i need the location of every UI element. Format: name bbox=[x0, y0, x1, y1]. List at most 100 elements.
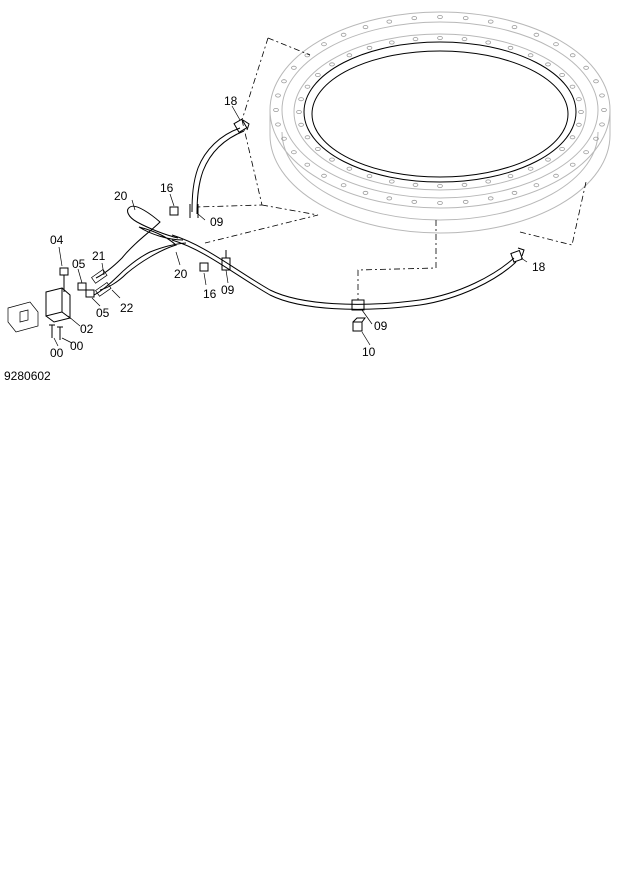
bolt-hole bbox=[321, 173, 327, 178]
bolt-hole bbox=[304, 162, 311, 167]
bolt-hole bbox=[527, 166, 534, 171]
bolt-hole bbox=[281, 79, 287, 84]
callout-16-top: 16 bbox=[160, 181, 174, 195]
bolt-hole bbox=[386, 196, 393, 201]
callout-00-left: 00 bbox=[50, 346, 64, 360]
callout-05-bottom: 05 bbox=[96, 306, 110, 320]
callout-05-top: 05 bbox=[72, 257, 86, 271]
bolt-hole bbox=[507, 45, 514, 50]
nut-10 bbox=[352, 317, 366, 332]
elbow-fitting-right bbox=[510, 247, 525, 263]
bolt-hole bbox=[485, 179, 492, 184]
bolt-hole bbox=[304, 84, 311, 89]
bolt-hole bbox=[388, 40, 395, 45]
bolt-hole bbox=[340, 32, 347, 37]
callout-09-c: 09 bbox=[374, 319, 388, 333]
bolt-hole bbox=[281, 136, 287, 141]
bolt-hole bbox=[437, 36, 443, 41]
bolt-hole bbox=[559, 73, 565, 78]
bolt-hole bbox=[511, 190, 518, 195]
bolt-hole bbox=[527, 53, 534, 58]
bolt-hole bbox=[553, 173, 559, 178]
elbow-fitting-top bbox=[233, 118, 250, 134]
bolt-hole bbox=[576, 97, 582, 102]
bolt-hole bbox=[462, 199, 469, 204]
bolt-hole bbox=[346, 166, 353, 171]
bolt-hole bbox=[461, 182, 468, 187]
callout-02: 02 bbox=[80, 322, 94, 336]
bolt-hole bbox=[362, 190, 369, 195]
bolt-hole bbox=[366, 174, 373, 179]
bolt-hole bbox=[315, 146, 321, 151]
bolt-hole bbox=[291, 150, 297, 155]
bolt-hole bbox=[583, 65, 589, 70]
bolt-hole bbox=[533, 183, 540, 188]
bolt-hole bbox=[346, 53, 353, 58]
bolt-hole bbox=[576, 122, 582, 127]
bolt-hole bbox=[545, 62, 551, 67]
bolt-hole bbox=[275, 122, 281, 127]
bolt-hole bbox=[511, 25, 518, 30]
bolt-hole bbox=[386, 19, 393, 24]
bolt-hole bbox=[593, 136, 599, 141]
bolt-hole bbox=[578, 110, 584, 115]
bolt-hole bbox=[593, 79, 599, 84]
bolts-00 bbox=[49, 324, 63, 340]
callout-18-right: 18 bbox=[532, 260, 546, 274]
bolt-hole bbox=[362, 25, 369, 30]
callout-20-left: 20 bbox=[114, 189, 128, 203]
bolt-hole bbox=[298, 97, 304, 102]
bolt-holes bbox=[273, 14, 607, 205]
bolt-hole bbox=[296, 110, 302, 115]
bolt-hole bbox=[315, 73, 321, 78]
bolt-hole bbox=[583, 150, 589, 155]
clamp-09-lower bbox=[351, 299, 365, 311]
bolt-hole bbox=[437, 14, 443, 19]
callout-20-mid: 20 bbox=[174, 267, 188, 281]
nut-16-lower bbox=[199, 262, 209, 272]
bolt-hole bbox=[569, 84, 576, 89]
bolt-hole bbox=[559, 146, 565, 151]
nut-16-upper bbox=[169, 206, 179, 216]
bolt-hole bbox=[533, 32, 540, 37]
bolt-hole bbox=[553, 42, 559, 47]
bolt-hole bbox=[569, 162, 576, 167]
callout-22: 22 bbox=[120, 301, 134, 315]
bolt-hole bbox=[304, 135, 311, 140]
bolt-hole bbox=[329, 62, 335, 67]
bolt-hole bbox=[437, 200, 443, 205]
bolt-hole bbox=[321, 42, 327, 47]
bolt-hole bbox=[412, 37, 419, 42]
callout-00-right: 00 bbox=[70, 339, 84, 353]
bolt-hole bbox=[298, 122, 304, 127]
figure-number: 9280602 bbox=[4, 369, 51, 383]
bolt-hole bbox=[411, 16, 418, 21]
bolt-hole bbox=[507, 174, 514, 179]
callout-04: 04 bbox=[50, 233, 64, 247]
bolt-hole bbox=[601, 108, 607, 113]
callout-labels: 18 18 16 16 20 20 21 22 09 09 09 04 05 0… bbox=[50, 94, 546, 360]
bolt-hole bbox=[599, 122, 605, 127]
swing-bearing-ring bbox=[269, 11, 611, 234]
adapter-05-bottom bbox=[85, 289, 95, 298]
leader-lines bbox=[53, 105, 528, 347]
callout-16-bottom: 16 bbox=[203, 287, 217, 301]
callout-10: 10 bbox=[362, 345, 376, 359]
bolt-hole bbox=[487, 196, 494, 201]
bracket bbox=[7, 301, 39, 333]
bolt-hole bbox=[411, 199, 418, 204]
callout-09-b: 09 bbox=[221, 283, 235, 297]
bolt-hole bbox=[485, 40, 492, 45]
bolt-hole bbox=[275, 93, 281, 98]
chain-lines bbox=[195, 37, 587, 300]
clamp-09-middle bbox=[221, 250, 231, 271]
bolt-hole bbox=[569, 135, 576, 140]
bolt-hole bbox=[487, 19, 494, 24]
callout-21: 21 bbox=[92, 249, 106, 263]
bolt-hole bbox=[291, 65, 297, 70]
bolt-hole bbox=[461, 37, 468, 42]
block-02 bbox=[45, 287, 71, 323]
bolt-hole bbox=[437, 183, 443, 188]
callout-18-top: 18 bbox=[224, 94, 238, 108]
